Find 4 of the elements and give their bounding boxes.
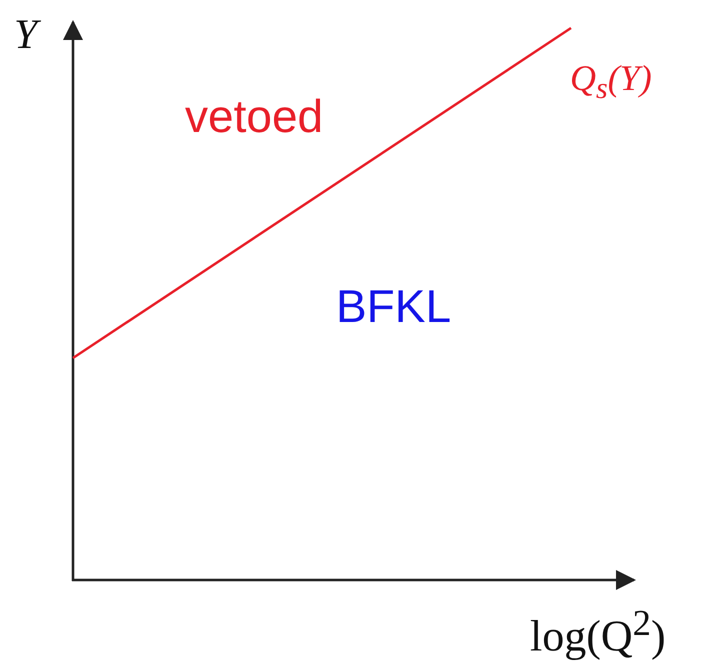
region-label: BFKL xyxy=(336,283,452,329)
curve-label: Q$_{s}$(Y) xyxy=(570,60,652,104)
axis-label: log(Q$^{2}$) xyxy=(530,605,666,659)
region-label: vetoed xyxy=(185,93,324,139)
